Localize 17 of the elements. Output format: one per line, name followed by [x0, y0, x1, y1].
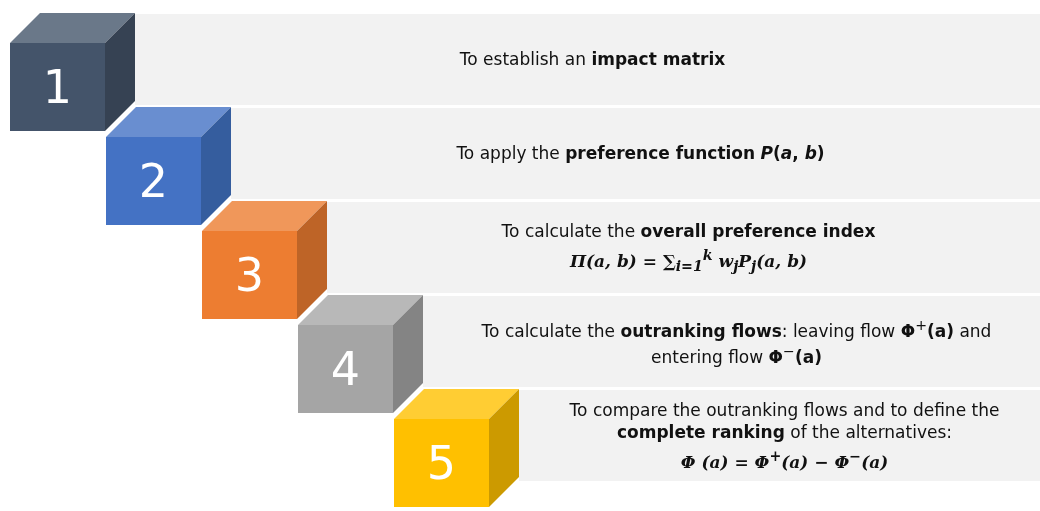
step-number: 1 — [41, 64, 74, 110]
step-description: To calculate the overall preference index — [501, 219, 876, 242]
step-description: To apply the preference function P(a, b) — [456, 142, 825, 165]
step-band — [135, 14, 1040, 105]
step-band — [519, 390, 1040, 481]
formula: Φ (a) = Φ$^{+}$(a) − Φ$^{−}$(a) — [680, 446, 889, 473]
step-number: 4 — [329, 346, 362, 392]
step-band — [327, 202, 1040, 293]
step-number: 3 — [233, 252, 266, 298]
formula: Π(a, b) = ∑$_{i=1}$$^{k}$ w$_{j}$P$_{j}$(a, b) — [569, 245, 808, 276]
step-number: 5 — [425, 440, 458, 486]
step-description: To establish an impact matrix — [459, 48, 726, 71]
step-description: To compare the outranking flows and to define the complete ranking of the alternatives: — [568, 398, 1001, 443]
step-description: To calculate the outranking flows: leaving flow Φ$^{+}$(a) and entering flow Φ$^{−}$(a) — [480, 315, 993, 368]
step-number: 2 — [137, 158, 170, 204]
step-band — [423, 296, 1040, 387]
step-band — [231, 108, 1040, 199]
